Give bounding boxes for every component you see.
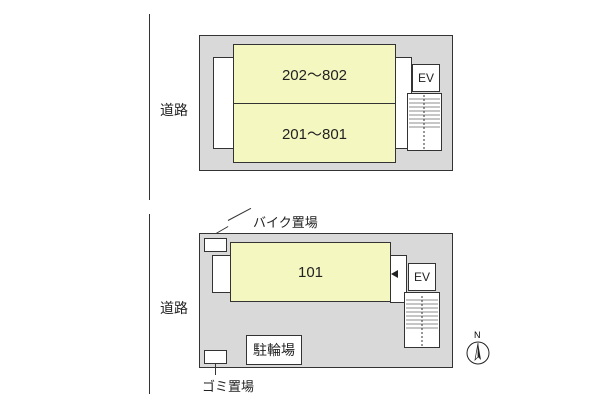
lower-elevator: EV [408, 263, 436, 291]
unit-101: 101 [230, 242, 391, 302]
bicycle-parking-label: 駐輪場 [253, 342, 295, 358]
unit-202-802: 202～802 [233, 44, 396, 104]
lower-corridor [390, 255, 407, 303]
road-line-top [149, 14, 150, 200]
garbage-area [204, 350, 227, 364]
upper-elevator: EV [412, 64, 440, 92]
north-arrow: N [465, 330, 491, 366]
road-label-bottom: 道路 [160, 300, 188, 316]
garbage-leader [215, 363, 216, 375]
garbage-label: ゴミ置場 [202, 379, 255, 394]
road-line-bottom [149, 214, 150, 394]
bike-parking-label: バイク置場 [253, 215, 318, 230]
bike-parking-leader-2 [227, 207, 252, 221]
lower-stairs [404, 292, 440, 348]
north-label: N [474, 330, 481, 340]
bicycle-parking: 駐輪場 [246, 335, 302, 365]
upper-stairs [407, 93, 442, 151]
lower-left-balcony [212, 255, 232, 293]
bike-parking-area [204, 238, 227, 252]
entrance-arrow-icon [391, 270, 398, 278]
compass-icon [466, 341, 490, 365]
road-label-top: 道路 [160, 102, 188, 118]
upper-left-balcony [213, 57, 234, 149]
unit-201-801: 201～801 [233, 103, 396, 163]
